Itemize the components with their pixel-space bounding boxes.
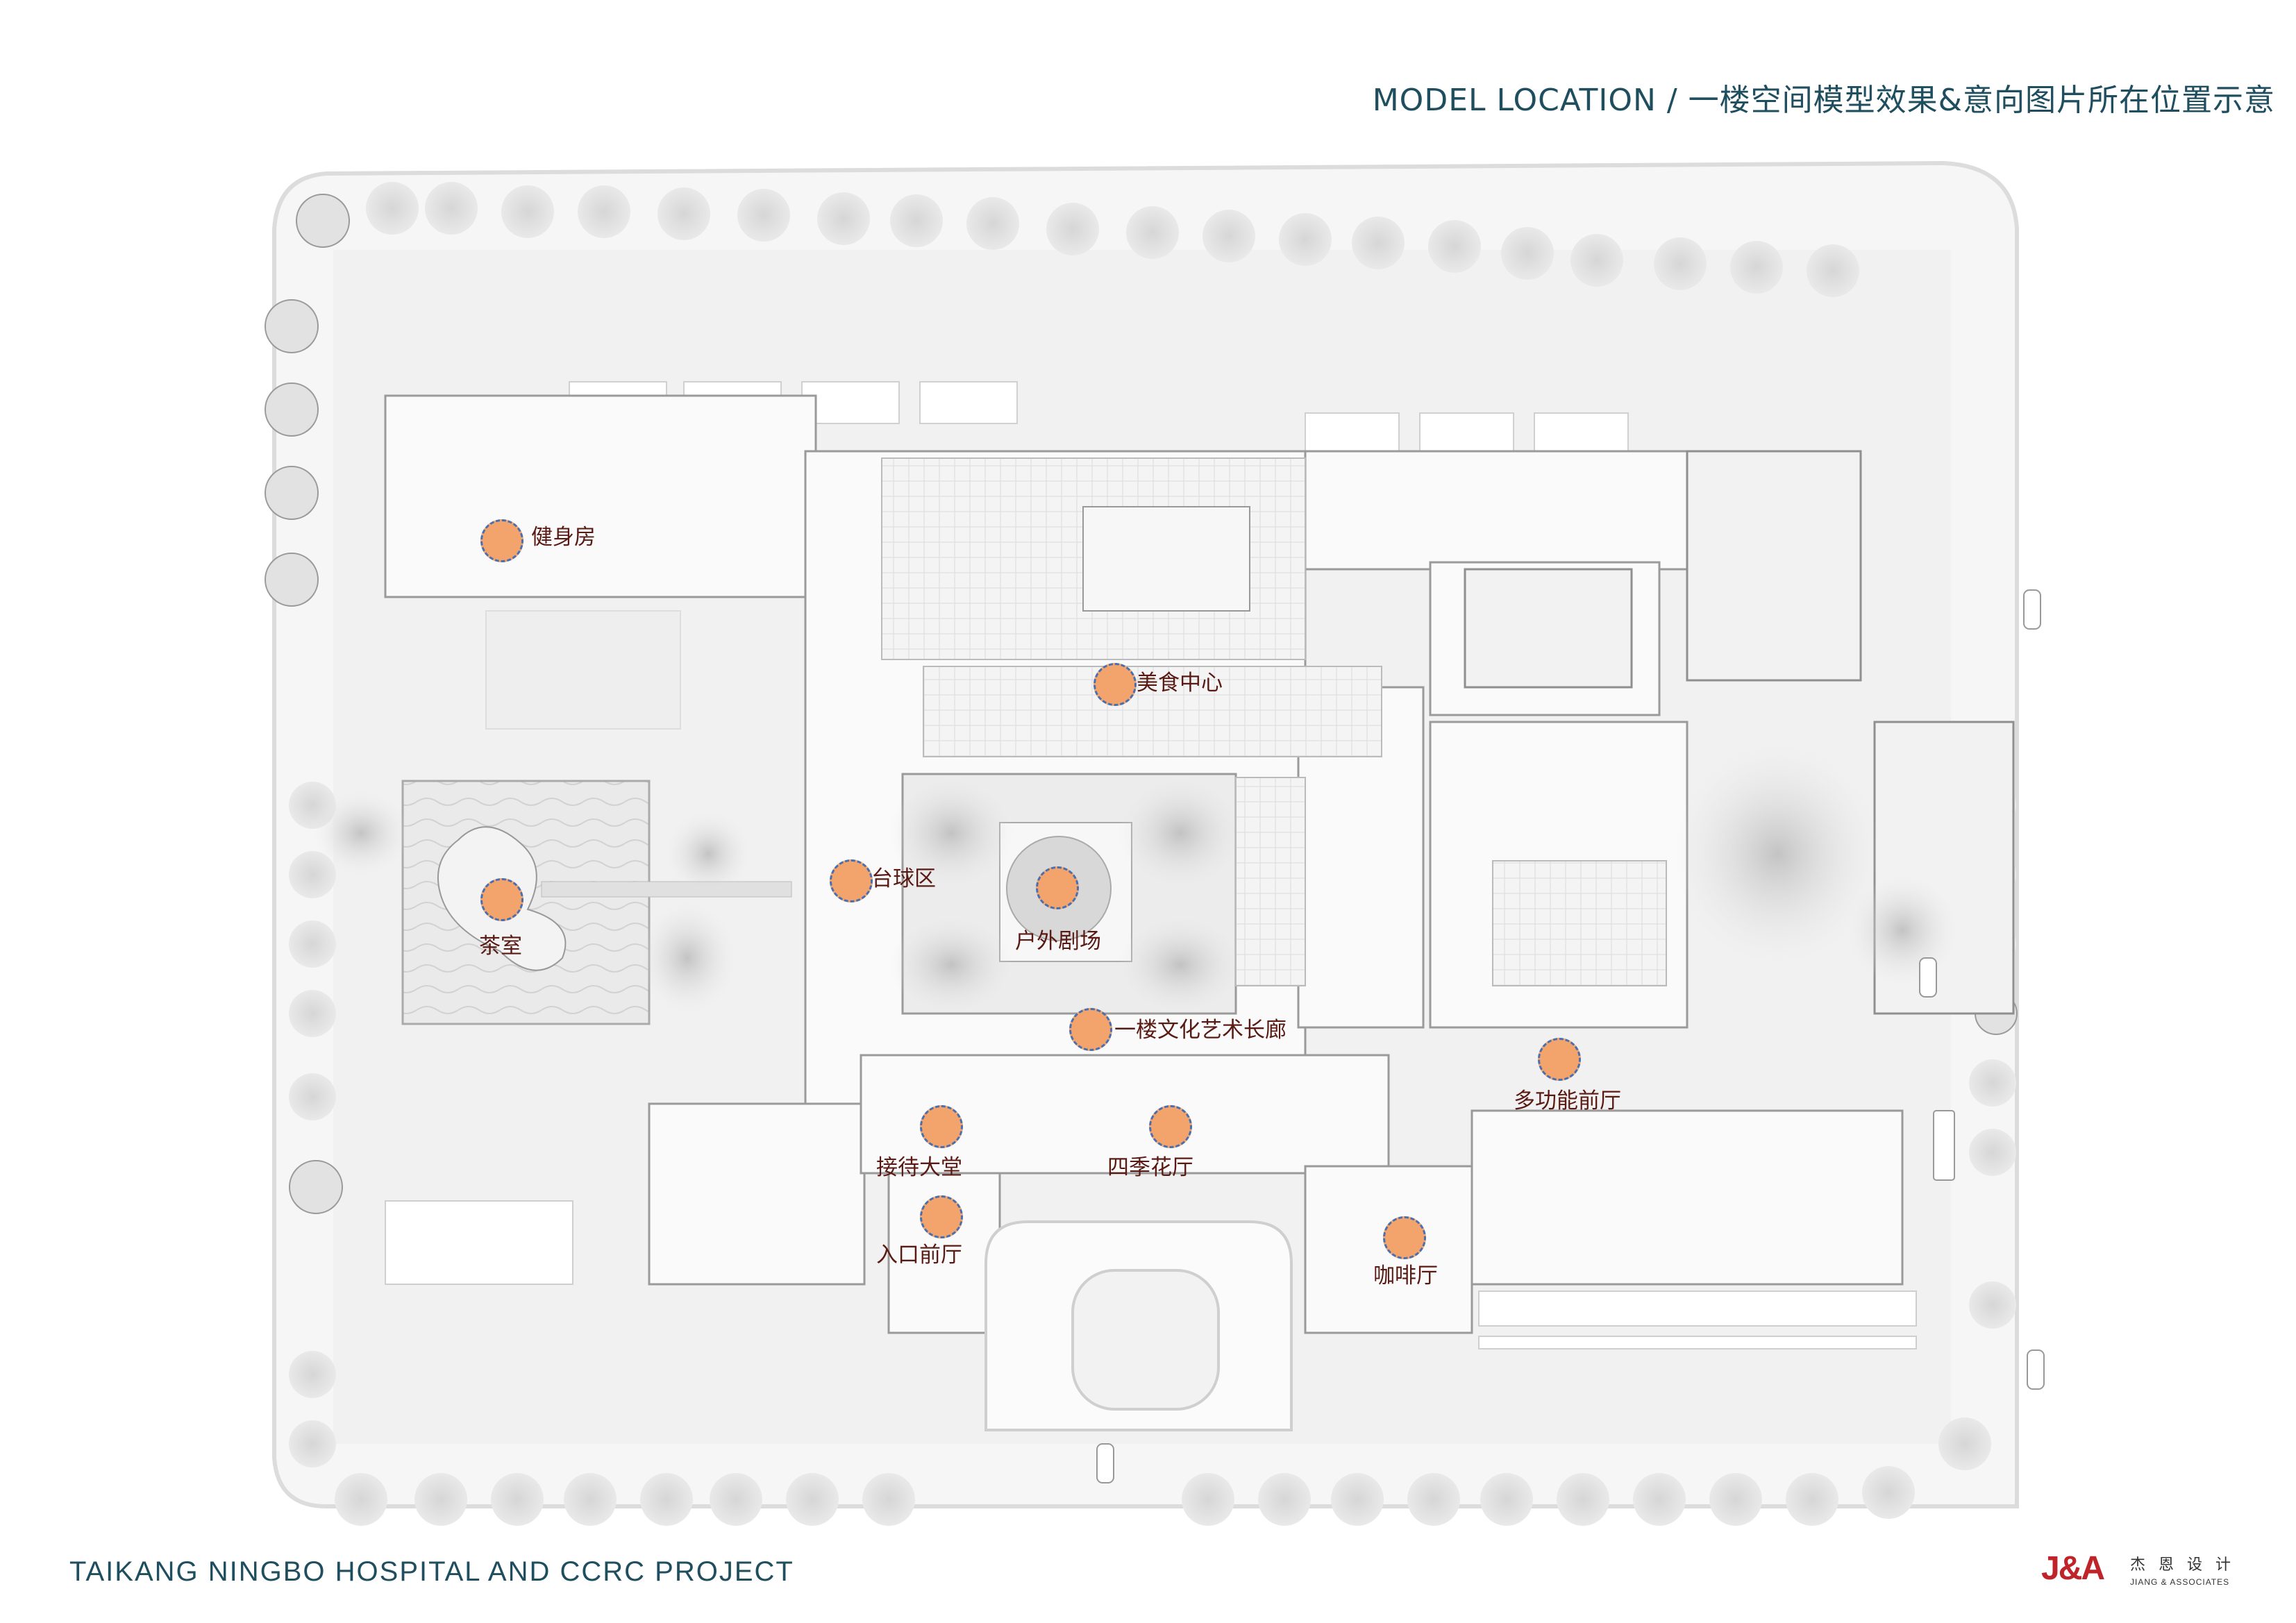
marker-outdoor-theater[interactable] <box>1036 866 1079 909</box>
marker-cafe[interactable] <box>1383 1216 1426 1259</box>
label-billiards: 台球区 <box>871 866 936 891</box>
label-food-center: 美食中心 <box>1137 671 1223 696</box>
marker-art-gallery[interactable] <box>1069 1008 1112 1051</box>
marker-entrance-lobby[interactable] <box>920 1195 963 1238</box>
marker-four-seasons-hall[interactable] <box>1149 1105 1192 1148</box>
label-outdoor-theater: 户外剧场 <box>1015 929 1101 954</box>
label-reception-hall: 接待大堂 <box>876 1155 962 1180</box>
marker-multifunction-lobby[interactable] <box>1538 1038 1581 1081</box>
label-entrance-lobby: 入口前厅 <box>876 1243 962 1268</box>
label-multifunction-lobby: 多功能前厅 <box>1514 1088 1621 1113</box>
label-tea-room: 茶室 <box>479 934 522 959</box>
marker-billiards[interactable] <box>830 859 873 902</box>
label-cafe: 咖啡厅 <box>1373 1263 1438 1288</box>
logo-english-name: JIANG & ASSOCIATES <box>2130 1577 2230 1587</box>
page-title: MODEL LOCATION / 一楼空间模型效果&意向图片所在位置示意 <box>1372 83 2275 118</box>
marker-gym[interactable] <box>480 519 523 562</box>
logo-mark: J&A <box>2041 1550 2105 1587</box>
company-logo: J&A 杰 恩 设 计 JIANG & ASSOCIATES <box>2041 1549 2249 1598</box>
marker-food-center[interactable] <box>1093 663 1137 706</box>
logo-chinese-name: 杰 恩 设 计 <box>2130 1556 2235 1574</box>
project-title: TAIKANG NINGBO HOSPITAL AND CCRC PROJECT <box>69 1556 794 1587</box>
marker-reception-hall[interactable] <box>920 1105 963 1148</box>
label-art-gallery: 一楼文化艺术长廊 <box>1114 1018 1287 1043</box>
label-four-seasons-hall: 四季花厅 <box>1107 1155 1193 1180</box>
label-gym: 健身房 <box>531 525 596 550</box>
marker-tea-room[interactable] <box>480 878 523 921</box>
